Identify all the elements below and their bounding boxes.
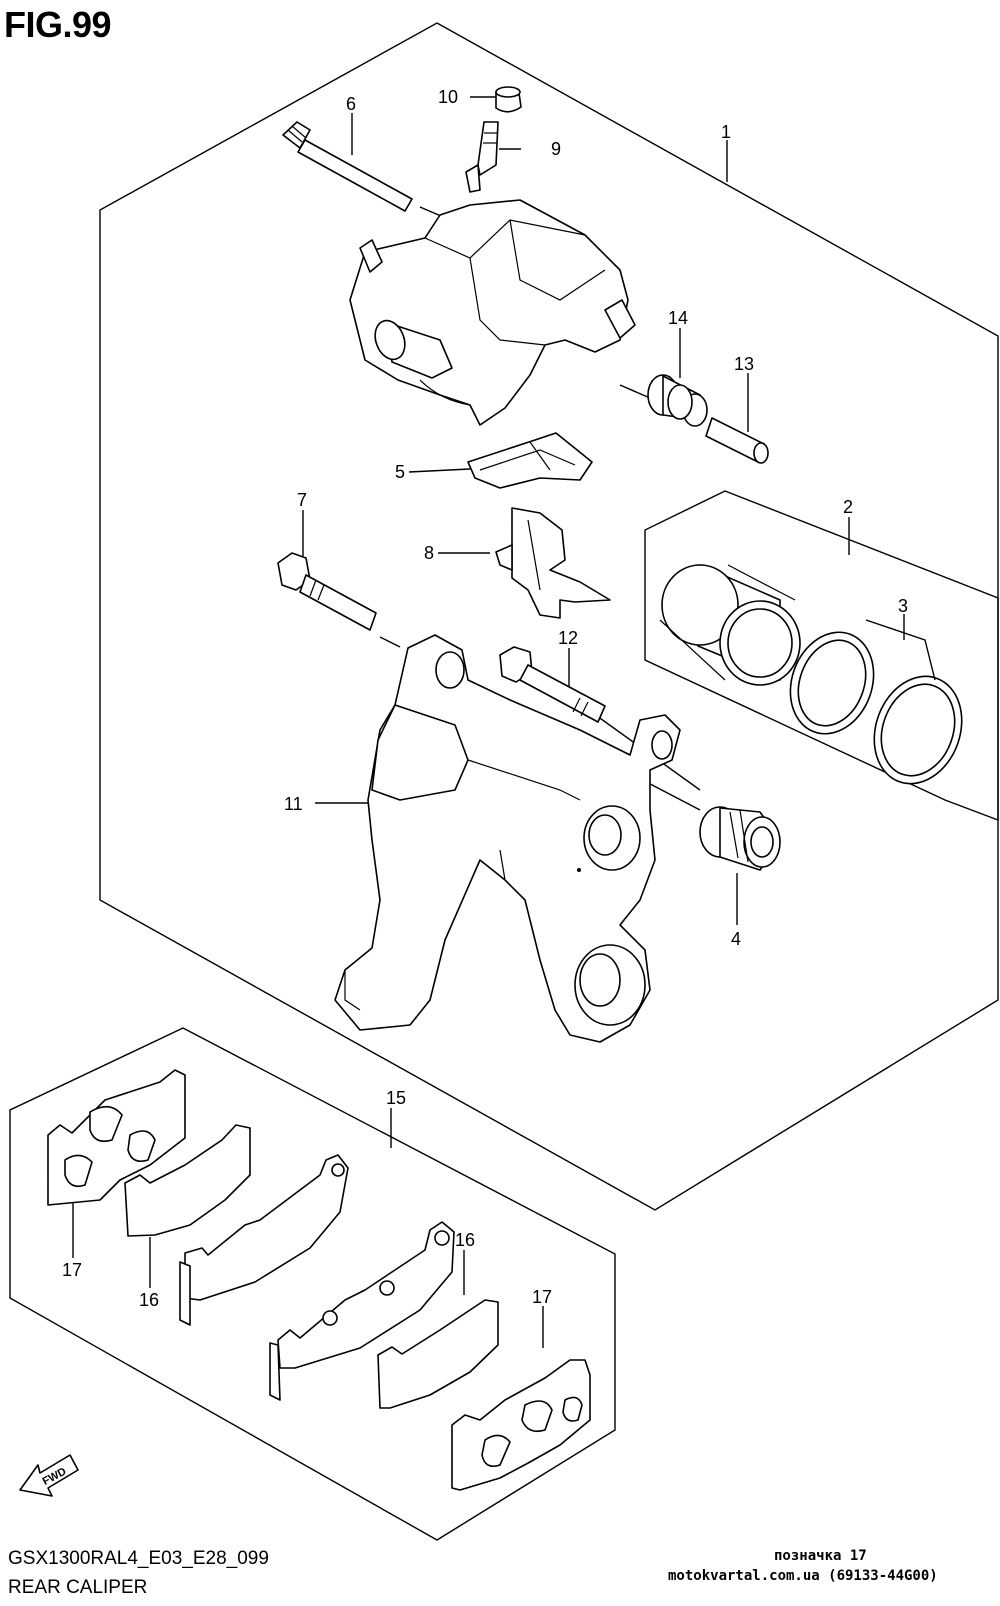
model-code: GSX1300RAL4_E03_E28_099 [8, 1548, 269, 1569]
pad-right [269, 1221, 455, 1401]
seal-bracket-line [865, 619, 936, 681]
label-8: 8 [424, 543, 434, 563]
assembly-outline-1 [99, 22, 999, 1211]
label-2: 2 [843, 497, 853, 517]
reference-note: позначка 17 [774, 1548, 867, 1564]
shim-17-right [451, 1359, 591, 1491]
caliper-bolt-7 [277, 552, 377, 631]
label-16-left: 16 [139, 1290, 159, 1310]
figure-title: FIG.99 [4, 4, 112, 45]
caliper-body [349, 199, 636, 426]
fwd-arrow-icon: FWD [19, 1454, 79, 1497]
label-7: 7 [297, 490, 307, 510]
seal-3b [873, 675, 963, 785]
label-13: 13 [734, 354, 754, 374]
label-3: 3 [898, 596, 908, 616]
label-4: 4 [731, 929, 741, 949]
label-17-right: 17 [532, 1287, 552, 1307]
shim-16-left [124, 1124, 251, 1237]
label-10: 10 [438, 87, 458, 107]
label-15: 15 [386, 1088, 406, 1108]
assembly-outline-2 [644, 490, 999, 822]
slide-boot-14 [647, 374, 708, 427]
label-17-left: 17 [62, 1260, 82, 1280]
source-note: motokvartal.com.ua (69133-44G00) [668, 1568, 938, 1584]
label-11: 11 [284, 794, 303, 814]
diagram-name: REAR CALIPER [8, 1577, 148, 1598]
label-6: 6 [346, 94, 356, 114]
pad-retainer-8 [495, 507, 611, 619]
label-16-right: 16 [455, 1230, 475, 1250]
pad-left [179, 1154, 349, 1326]
shim-16-right [377, 1299, 499, 1409]
label-1: 1 [721, 122, 731, 142]
assembly-outline-15 [9, 1027, 616, 1541]
piston-2 [659, 564, 801, 686]
pad-spring-5 [467, 432, 593, 489]
slide-pin-13 [705, 417, 769, 464]
label-14: 14 [668, 308, 688, 328]
leader-lines [72, 96, 905, 1348]
bleeder-valve-9 [465, 121, 499, 193]
pad-pin-6 [282, 121, 413, 212]
bracket-bolt-12 [499, 646, 606, 723]
part-labels: 1 2 3 4 5 6 7 8 9 10 11 12 13 14 15 16 1… [62, 87, 908, 1310]
shim-17-left [47, 1069, 186, 1206]
boot-4 [699, 806, 781, 871]
bleeder-cap-10 [495, 86, 522, 113]
caliper-bracket-11 [334, 634, 681, 1043]
label-12: 12 [558, 628, 578, 648]
seal-3a [789, 631, 875, 735]
label-9: 9 [551, 139, 561, 159]
label-5: 5 [395, 462, 405, 482]
